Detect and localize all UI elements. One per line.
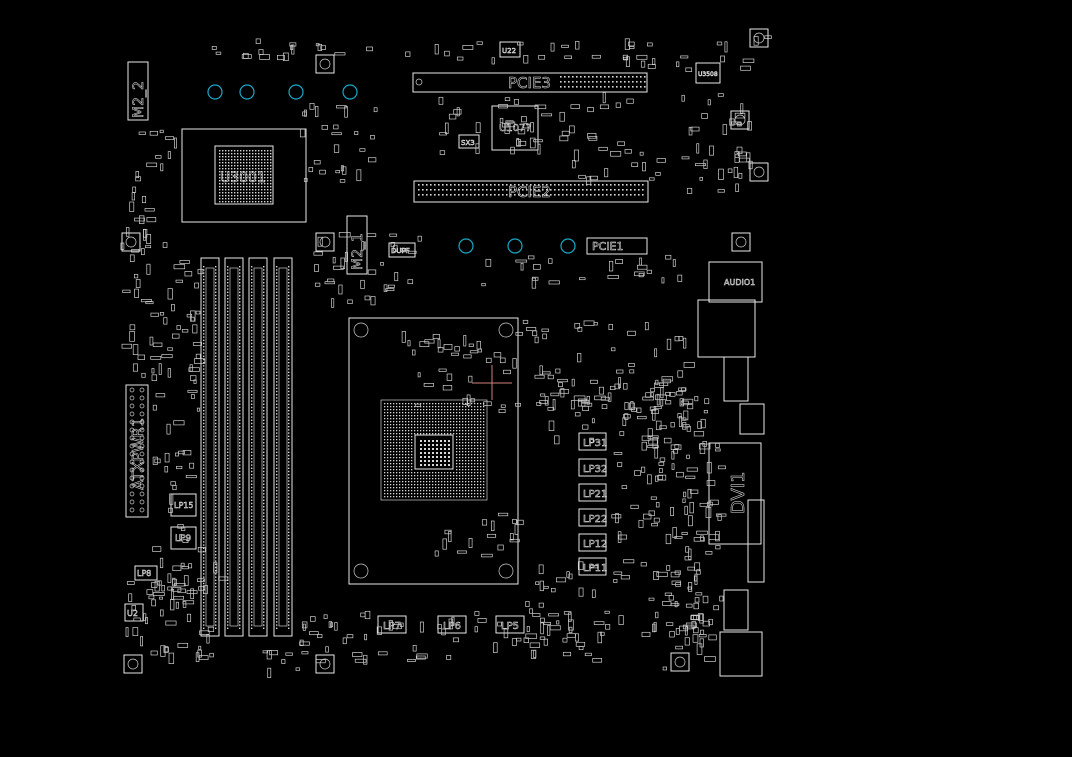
- lp22-label: LP22: [583, 514, 607, 525]
- u3508-label: U3508: [698, 71, 718, 78]
- inductor-row-bottom: LP7 LP6 LP5: [377, 615, 525, 634]
- cursor-crosshair: [472, 365, 512, 400]
- lp12-label: LP12: [583, 539, 607, 550]
- lp5-label: LP5: [501, 621, 519, 632]
- u3001-chip[interactable]: U3001: [181, 128, 307, 223]
- lp15-label: LP15: [174, 501, 193, 510]
- inductor-left: LP15 LP9 LP8 U2: [124, 493, 197, 622]
- lp11-label: LP11: [583, 563, 607, 574]
- m2-2-connector[interactable]: M2_2: [127, 61, 149, 121]
- dupf-part[interactable]: DUPF: [388, 242, 416, 258]
- lp8-label: LP8: [137, 569, 151, 578]
- m2-2-label: M2_2: [131, 81, 147, 118]
- pcie1-slot[interactable]: PCIE1: [586, 237, 648, 255]
- dimm-slots[interactable]: [200, 257, 293, 637]
- u2-label: U2: [127, 609, 138, 618]
- sx3-part[interactable]: SX3: [458, 134, 480, 149]
- lp7-label: LP7: [383, 621, 401, 632]
- pcie3-slot[interactable]: PCIE3: [412, 72, 648, 93]
- cpu-socket[interactable]: [348, 317, 519, 585]
- atxpwr1-label: ATXPWR1: [129, 418, 147, 490]
- pcie2-slot[interactable]: PCIE2: [413, 180, 649, 203]
- u1077-chip[interactable]: U1077: [491, 105, 539, 151]
- u22-label: U22: [502, 47, 516, 55]
- m2-1-connector[interactable]: M2_1: [346, 215, 368, 275]
- pcie3-label: PCIE3: [508, 74, 551, 92]
- u3508-chip[interactable]: U3508: [695, 62, 721, 84]
- atx-power-connector[interactable]: ATXPWR1: [125, 384, 149, 518]
- pcie1-label: PCIE1: [592, 240, 624, 253]
- sx3-label: SX3: [461, 139, 475, 147]
- u3001-label: U3001: [220, 170, 266, 186]
- dupf-label: DUPF: [391, 247, 410, 255]
- m2-1-label: M2_1: [350, 233, 366, 270]
- lp31-label: LP31: [583, 438, 607, 449]
- dvi-label: DVI1: [728, 471, 749, 514]
- mounting-holes: [207, 84, 576, 254]
- lp6-label: LP6: [443, 621, 461, 632]
- lp21-label: LP21: [583, 489, 607, 500]
- u1077-label: U1077: [499, 123, 532, 134]
- lp9-label: LP9: [175, 534, 191, 544]
- rear-io[interactable]: AUDIO1 DVI1: [697, 261, 765, 677]
- lp32-label: LP32: [583, 464, 607, 475]
- pcie2-label: PCIE2: [508, 183, 551, 201]
- smd-components: [120, 28, 772, 678]
- audio-label: AUDIO1: [724, 278, 755, 287]
- inductor-column: LP31 LP32 LP21 LP22 LP12 LP11: [578, 432, 608, 576]
- u22-chip[interactable]: U22: [499, 41, 521, 58]
